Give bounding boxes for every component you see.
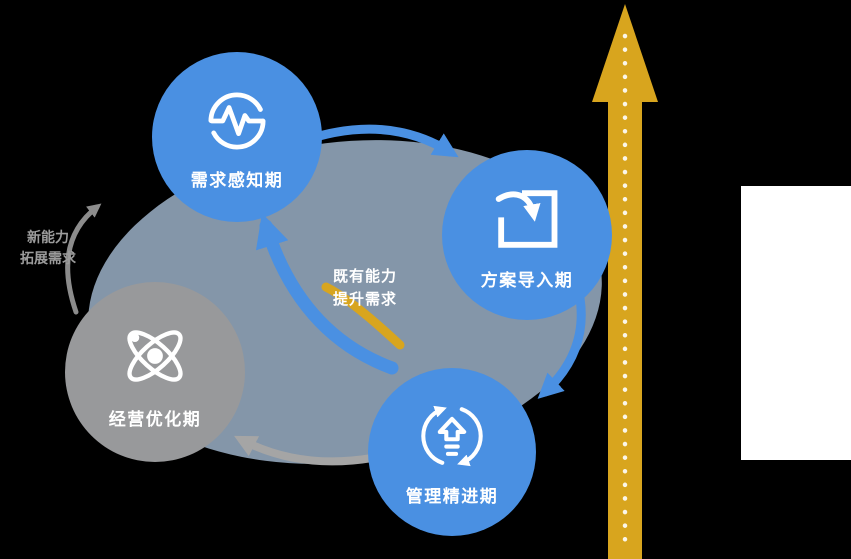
arrow-management-to-operation: [234, 435, 376, 466]
annotation-existing-capability-line1: 既有能力: [333, 268, 398, 285]
cycle-upgrade-icon: [421, 405, 483, 467]
growth-arrow: [592, 4, 658, 559]
arrow-management-to-demand-inner: [255, 213, 399, 375]
node-operation-optimization: 经营优化期: [65, 282, 245, 462]
node-demand-sensing-label: 需求感知期: [190, 171, 284, 190]
gold-swoosh: [321, 282, 405, 350]
right-white-panel: [741, 186, 851, 460]
arrow-operation-to-demand: [65, 203, 102, 315]
node-demand-sensing: 需求感知期: [152, 52, 322, 222]
node-solution-introduction: 方案导入期: [442, 150, 612, 320]
annotation-new-capability-line1: 新能力: [27, 229, 69, 245]
atom-icon: [127, 330, 183, 382]
annotation-new-capability: 新能力 拓展需求: [6, 227, 90, 269]
pulse-gauge-icon: [208, 92, 266, 150]
node-operation-optimization-label: 经营优化期: [108, 410, 202, 429]
node-management-improvement-label: 管理精进期: [405, 487, 499, 506]
arrow-solution-to-management: [537, 293, 586, 399]
annotation-new-capability-line2: 拓展需求: [20, 250, 76, 266]
import-box-icon: [495, 190, 558, 248]
node-solution-introduction-label: 方案导入期: [480, 271, 574, 290]
node-management-improvement: 管理精进期: [368, 368, 536, 536]
annotation-existing-capability-line2: 提升需求: [333, 290, 398, 308]
annotation-existing-capability: 既有能力 提升需求: [333, 266, 397, 311]
